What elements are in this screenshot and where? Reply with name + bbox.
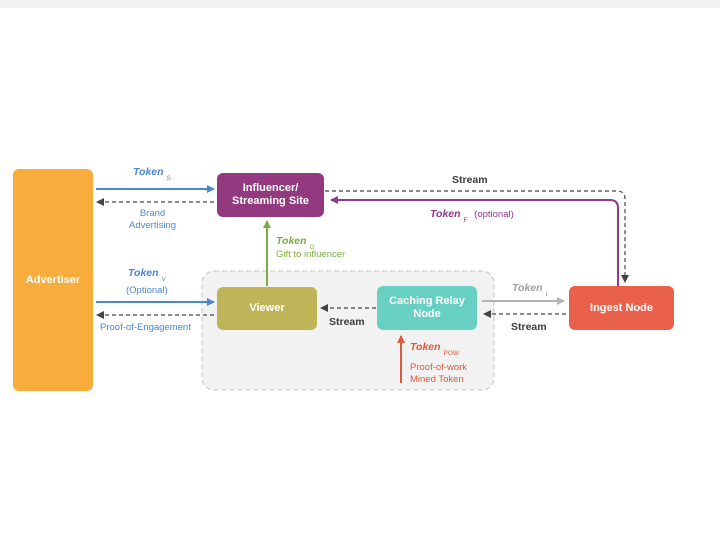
proof-of-engagement-label: Proof-of-Engagement (100, 322, 191, 333)
stream-viewer-label: Stream (329, 316, 365, 328)
token-f-label: TokenF (optional) (430, 208, 514, 224)
token-f-arrow (330, 196, 619, 286)
stream-ingest-label: Stream (511, 321, 547, 333)
top-bar (0, 0, 720, 8)
gift-to-influencer-label: Gift to influencer (276, 249, 346, 260)
influencer-node: Influencer/ Streaming Site (217, 173, 324, 217)
advertiser-node: Advertiser (13, 169, 93, 391)
stream-top-label: Stream (452, 174, 488, 186)
optional-v-label: (Optional) (126, 285, 168, 296)
viewer-node: Viewer (217, 287, 317, 330)
token-s-label: TokenS (133, 166, 171, 182)
brand-advertising-label: Brand Advertising (129, 208, 176, 231)
token-i-label: TokenI (512, 282, 548, 298)
proof-of-work-label: Proof-of-work Mined Token (410, 362, 468, 385)
stream-top-arrow (325, 190, 629, 283)
caching-relay-label: Caching Relay Node (389, 295, 465, 320)
viewer-label: Viewer (249, 302, 285, 314)
advertiser-label: Advertiser (25, 273, 81, 286)
token-v-label: TokenV (128, 267, 166, 283)
ingest-node: Ingest Node (569, 286, 674, 330)
caching-relay-node: Caching Relay Node (377, 286, 477, 330)
influencer-label: Influencer/ Streaming Site (231, 182, 310, 207)
optional-f-label: (optional) (474, 209, 514, 220)
token-pow-label: TokenPOW (410, 341, 460, 357)
token-g-label: TokenG (276, 235, 315, 251)
ingest-label: Ingest Node (590, 301, 653, 314)
